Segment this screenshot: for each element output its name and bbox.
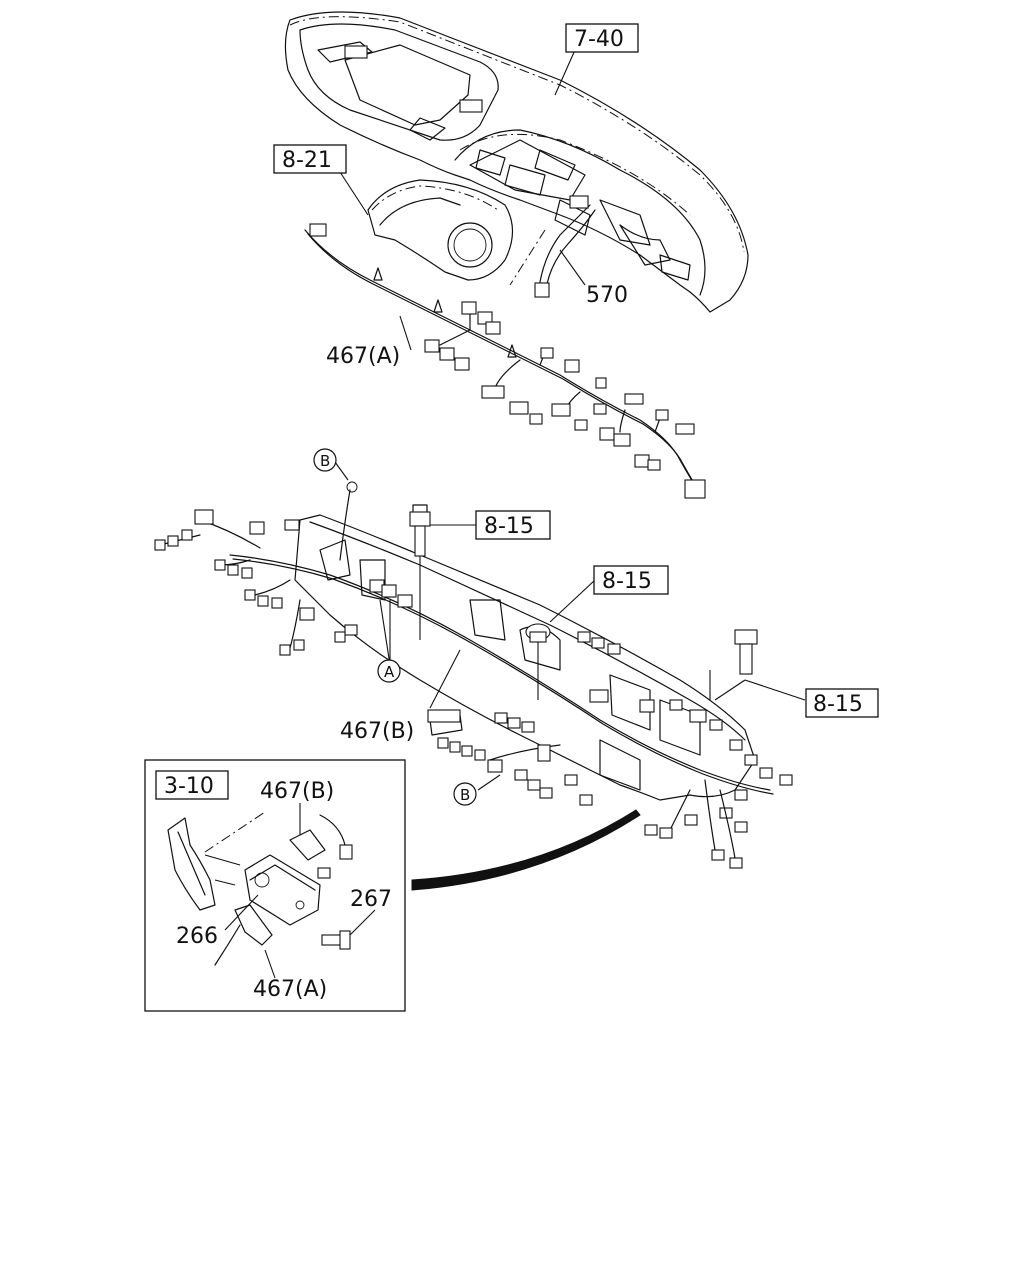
instrument-cluster-bezel <box>367 179 514 281</box>
svg-text:A: A <box>384 663 395 681</box>
part-267-label: 267 <box>350 887 392 912</box>
ref-box-7-40 <box>565 23 639 53</box>
harness-570 <box>509 195 596 298</box>
ref-3-10-label: 3-10 <box>164 774 214 799</box>
bolt-8-15-a <box>409 504 431 640</box>
ref-box-8-15-b <box>593 565 669 595</box>
ref-8-15-c-label: 8-15 <box>813 692 863 717</box>
leader-lines <box>334 49 806 791</box>
part-467a-inset-label: 467(A) <box>253 977 327 1002</box>
ref-box-8-15-c <box>805 688 879 718</box>
ref-box-8-15-a <box>475 510 551 540</box>
marker-b-bottom: B <box>453 782 477 806</box>
marker-a-mid: A <box>377 659 401 683</box>
part-467b-mid-label: 467(B) <box>340 719 414 744</box>
ref-8-21-label: 8-21 <box>282 148 332 173</box>
part-467b-inset-label: 467(B) <box>260 779 334 804</box>
bolt-8-15-b <box>525 623 551 700</box>
dashboard-panel <box>284 11 749 313</box>
ref-box-8-21 <box>273 144 347 174</box>
harness-467b <box>154 481 793 869</box>
inset-pointer-arrow <box>411 809 641 891</box>
part-266-label: 266 <box>176 924 218 949</box>
svg-text:B: B <box>320 452 330 470</box>
ref-box-3-10 <box>155 770 229 800</box>
part-570-label: 570 <box>586 283 628 308</box>
ref-8-15-a-label: 8-15 <box>484 514 534 539</box>
ref-7-40-label: 7-40 <box>574 27 624 52</box>
harness-467a-upper <box>304 223 706 499</box>
marker-b-top: B <box>313 448 337 472</box>
cross-member-beam <box>294 514 756 801</box>
ref-8-15-b-label: 8-15 <box>602 569 652 594</box>
bolt-8-15-c <box>734 629 758 675</box>
inset-panel <box>144 759 406 1012</box>
svg-text:B: B <box>460 786 470 804</box>
part-467a-upper-label: 467(A) <box>326 344 400 369</box>
